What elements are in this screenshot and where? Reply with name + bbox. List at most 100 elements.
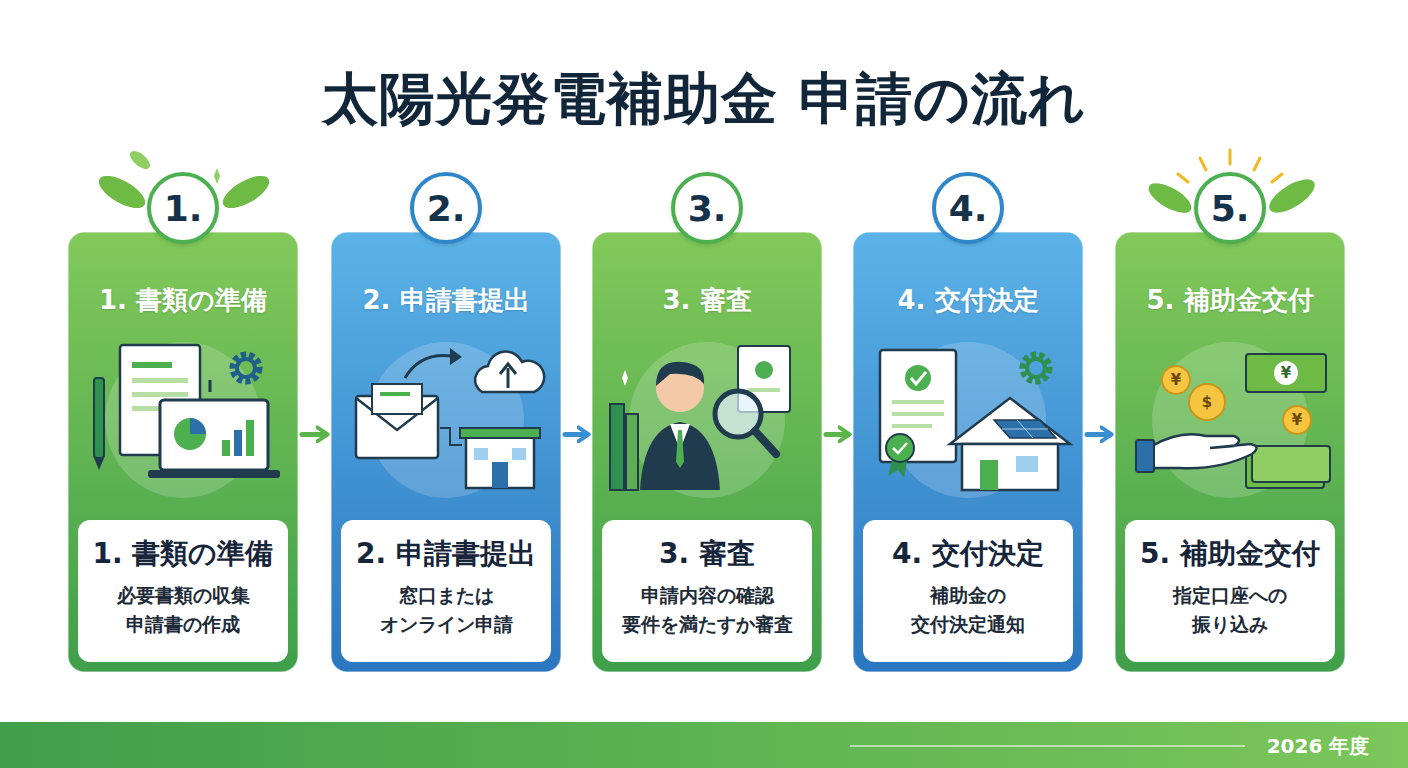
step-card: 3. 審査3.3. 審査申請内容の確認 要件を満たすか審査 bbox=[592, 232, 822, 672]
submission-icon bbox=[380, 392, 410, 396]
leaf-decoration bbox=[94, 169, 150, 214]
review-icon bbox=[640, 422, 720, 490]
step-number: 4. bbox=[949, 188, 988, 229]
leaf-decoration bbox=[218, 169, 274, 214]
footer-bar bbox=[0, 722, 1408, 768]
step-number-circle: 1. bbox=[147, 172, 219, 244]
documents-icon bbox=[237, 359, 255, 377]
step-heading: 3. 審査 bbox=[600, 284, 814, 318]
submission-icon bbox=[474, 448, 488, 460]
approval-icon bbox=[886, 434, 914, 462]
submission-icon bbox=[512, 448, 526, 460]
step-card-shape bbox=[853, 232, 1083, 672]
footer-bar bbox=[0, 722, 1408, 768]
approval-icon bbox=[1027, 359, 1045, 377]
step-title: 4. 交付決定 bbox=[871, 536, 1065, 571]
submission-icon bbox=[500, 364, 516, 374]
documents-icon bbox=[132, 362, 172, 368]
payment-icon bbox=[1283, 406, 1311, 434]
review-icon bbox=[610, 404, 624, 490]
step-number-circle: 5. bbox=[1194, 172, 1266, 244]
payment-icon bbox=[1274, 361, 1298, 385]
submission-icon bbox=[466, 436, 534, 488]
documents-icon bbox=[160, 400, 268, 470]
submission-icon bbox=[492, 462, 508, 488]
step-number: 3. bbox=[688, 188, 727, 229]
submission-icon bbox=[475, 352, 544, 392]
approval-icon bbox=[962, 444, 1058, 490]
step-description: 必要書類の収集 申請書の作成 bbox=[86, 581, 280, 638]
documents-icon bbox=[132, 378, 188, 383]
documents-icon bbox=[94, 378, 104, 458]
documents-icon bbox=[246, 420, 254, 456]
flow-arrow bbox=[302, 432, 326, 437]
payment-icon bbox=[1246, 354, 1326, 392]
documents-icon bbox=[132, 392, 188, 397]
currency-symbol: ¥ bbox=[1171, 371, 1181, 389]
step-detail-box: 2. 申請書提出窓口または オンライン申請 bbox=[341, 520, 551, 662]
submission-icon bbox=[507, 368, 510, 388]
step-description: 申請内容の確認 要件を満たすか審査 bbox=[610, 581, 804, 638]
leaf-decoration bbox=[1254, 158, 1260, 170]
payment-icon bbox=[1252, 446, 1330, 482]
approval-icon bbox=[994, 420, 1056, 438]
currency-symbol: ¥ bbox=[1281, 364, 1291, 382]
flow-arrow bbox=[565, 432, 587, 437]
step-number: 1. bbox=[164, 188, 203, 229]
step-title: 1. 書類の準備 bbox=[86, 536, 280, 571]
step-number-circle: 2. bbox=[410, 172, 482, 244]
step-card: 1. 書類の準備1.1. 書類の準備必要書類の収集 申請書の作成 bbox=[68, 232, 298, 672]
payment-icon bbox=[1189, 384, 1225, 420]
review-icon bbox=[656, 362, 704, 386]
approval-icon bbox=[911, 372, 926, 384]
step-detail-box: 1. 書類の準備必要書類の収集 申請書の作成 bbox=[78, 520, 288, 662]
leaf-decoration bbox=[214, 168, 220, 184]
step-number-circle: 4. bbox=[932, 172, 1004, 244]
currency-symbol: ¥ bbox=[1292, 411, 1302, 429]
submission-icon bbox=[440, 428, 462, 445]
leaf-decoration bbox=[1272, 174, 1282, 182]
review-icon bbox=[622, 370, 628, 386]
submission-icon bbox=[372, 384, 422, 414]
step-detail-box: 4. 交付決定補助金の 交付決定通知 bbox=[863, 520, 1073, 662]
step-card-shape bbox=[592, 232, 822, 672]
payment-icon bbox=[1136, 342, 1330, 498]
step-title: 5. 補助金交付 bbox=[1133, 536, 1327, 571]
documents-icon bbox=[190, 418, 206, 434]
approval-icon bbox=[892, 400, 944, 404]
approval-icon bbox=[950, 398, 1070, 444]
payment-icon bbox=[1152, 434, 1257, 468]
review-icon bbox=[755, 431, 776, 454]
fiscal-year: 2026 年度 bbox=[1267, 733, 1370, 760]
submission-icon bbox=[450, 348, 462, 365]
documents-icon bbox=[233, 355, 259, 381]
step-description: 窓口または オンライン申請 bbox=[349, 581, 543, 638]
currency-symbol: $ bbox=[1202, 393, 1212, 411]
flow-arrow bbox=[826, 432, 848, 437]
review-icon bbox=[755, 361, 773, 379]
documents-icon bbox=[234, 430, 242, 456]
step-illustration bbox=[94, 342, 1330, 498]
approval-icon bbox=[880, 342, 1070, 498]
payment-icon bbox=[1162, 366, 1190, 394]
leaf-decoration bbox=[127, 148, 153, 173]
step-heading: 4. 交付決定 bbox=[861, 284, 1075, 318]
documents-icon bbox=[174, 418, 206, 450]
approval-icon bbox=[980, 460, 998, 490]
footer-bar bbox=[850, 745, 1245, 747]
documents-icon bbox=[94, 342, 280, 498]
approval-icon bbox=[1016, 456, 1038, 472]
step-number: 2. bbox=[427, 188, 466, 229]
step-heading: 1. 書類の準備 bbox=[76, 284, 290, 318]
step-detail-box: 3. 審査申請内容の確認 要件を満たすか審査 bbox=[602, 520, 812, 662]
approval-icon bbox=[892, 424, 932, 428]
step-number: 5. bbox=[1211, 188, 1250, 229]
step-title: 3. 審査 bbox=[610, 536, 804, 571]
payment-icon bbox=[1136, 440, 1154, 472]
step-card: 4. 交付決定4.4. 交付決定補助金の 交付決定通知 bbox=[853, 232, 1083, 672]
submission-icon bbox=[460, 428, 540, 438]
leaf-decoration bbox=[1264, 173, 1320, 219]
step-card-shape bbox=[331, 232, 561, 672]
leaf-decoration bbox=[1229, 150, 1232, 164]
